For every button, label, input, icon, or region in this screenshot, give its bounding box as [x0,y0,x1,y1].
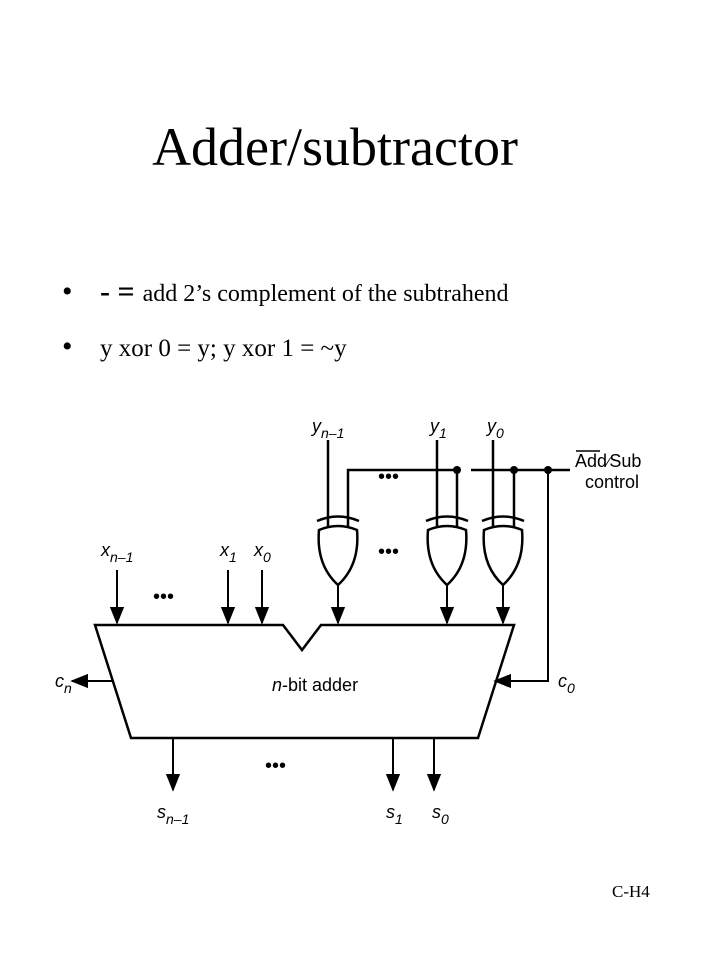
bullet-text: add 2’s complement of the subtrahend [142,281,509,307]
x-input-label-0: x0 [253,540,271,565]
x-input-label-n-1: xn–1 [100,540,133,565]
adder-label: n-bit adder [272,675,358,695]
slide-title: Adder/subtractor [152,117,518,177]
bullet-emphasis: - = [100,275,135,308]
x-input-arrows [109,570,270,625]
bullet-marker: • [62,330,73,363]
bullet-item-1: • - = add 2’s complement of the subtrahe… [62,275,509,309]
sum-output-label-1: s1 [386,802,403,827]
ellipsis-xor-gates: ••• [378,541,399,563]
bullet-marker: • [62,275,73,308]
y-input-label-n-1: yn–1 [310,416,344,441]
carry-in-wire [493,470,549,689]
sum-output-label-n-1: sn–1 [157,802,189,827]
xor-gates [316,440,570,587]
xor-output-arrows [330,585,511,625]
ellipsis-sum-outputs: ••• [265,755,286,777]
ellipsis-y-inputs: ••• [378,466,399,488]
adder-block [93,623,516,740]
bullet-text: y xor 0 = y; y xor 1 = ~y [100,335,347,362]
ellipsis-x-inputs: ••• [153,586,174,608]
y-input-label-0: y0 [485,416,504,441]
bullet-item-2: • y xor 0 = y; y xor 1 = ~y [62,330,347,364]
y-input-label-1: y1 [428,416,447,441]
x-input-label-1: x1 [219,540,237,565]
sum-output-arrows [165,738,442,792]
sum-output-label-0: s0 [432,802,449,827]
carry-in-label: c0 [558,671,575,696]
control-label: Add⁄Sub [575,451,641,471]
slide-footer: C-H4 [612,882,650,901]
control-word-label: control [585,472,639,492]
carry-out-label: cn [55,671,72,696]
